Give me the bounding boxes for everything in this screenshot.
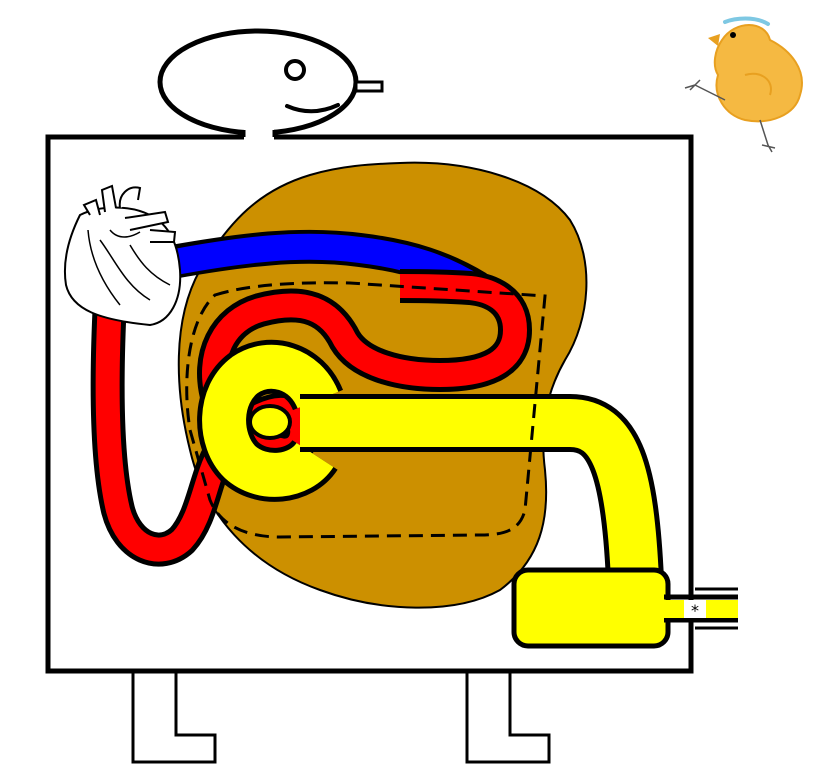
right-leg: [465, 672, 551, 764]
ureter: *: [197, 339, 738, 649]
head-nose: [354, 80, 384, 93]
head-mouth: [285, 103, 340, 114]
head: [157, 28, 384, 136]
valve: [684, 600, 706, 618]
smiley-head-icon: [157, 28, 359, 136]
anatomical-heart-icon: [64, 184, 182, 327]
chick-doodle-icon: [684, 16, 803, 153]
legs: [131, 672, 551, 764]
neck-gap: [244, 128, 274, 140]
head-eye: [284, 59, 306, 81]
asterisk-valve-icon: *: [691, 601, 699, 620]
bladder: [511, 567, 671, 649]
left-leg: [131, 672, 217, 764]
neck-lines: [242, 130, 276, 137]
dashed-region: [185, 281, 547, 539]
